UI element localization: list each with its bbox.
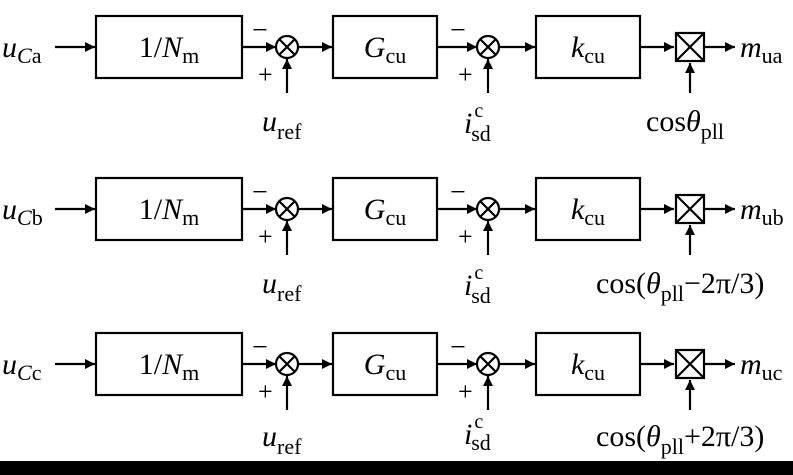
gain-block-label: 1/Nm	[139, 193, 199, 230]
summing-junction-1	[274, 351, 300, 377]
sum1-minus-sign: −	[252, 332, 268, 363]
sum2-minus-sign: −	[450, 332, 466, 363]
multiplier	[674, 348, 706, 380]
output-label: mua	[740, 31, 783, 68]
sum2-plus-sign: +	[458, 60, 473, 89]
input-label: uCc	[2, 348, 42, 385]
sum2-minus-sign: −	[450, 15, 466, 46]
multiplier	[674, 193, 706, 225]
summing-junction-2	[475, 34, 501, 60]
sum1-plus-sign: +	[258, 377, 273, 406]
cos-signal-label: cos(θpll−2π/3)	[596, 267, 764, 306]
gain-kcu-label: kcu	[571, 31, 605, 68]
gain-block-1-over-nm	[94, 331, 244, 397]
gain-kcu-label: kcu	[571, 193, 605, 230]
gain-block-kcu	[534, 176, 642, 242]
sum2-plus-sign: +	[458, 222, 473, 251]
summing-junction-1	[274, 196, 300, 222]
controller-block-label: Gcu	[364, 348, 406, 385]
output-label: mub	[740, 193, 784, 230]
controller-block-gcu	[331, 176, 439, 242]
summing-junction-2	[475, 196, 501, 222]
summing-junction-1	[274, 34, 300, 60]
gain-kcu-label: kcu	[571, 348, 605, 385]
multiplier	[674, 31, 706, 63]
reference-voltage-label: uref	[262, 420, 302, 459]
gain-block-1-over-nm	[94, 176, 244, 242]
gain-block-label: 1/Nm	[139, 31, 199, 68]
sum2-plus-sign: +	[458, 377, 473, 406]
gain-block-label: 1/Nm	[139, 348, 199, 385]
sum1-minus-sign: −	[252, 177, 268, 208]
reference-voltage-label: uref	[262, 267, 302, 306]
summing-junction-2	[475, 351, 501, 377]
cos-signal-label: cosθpll	[646, 105, 724, 144]
cos-signal-label: cos(θpll+2π/3)	[596, 420, 764, 459]
controller-block-label: Gcu	[364, 193, 406, 230]
output-label: muc	[740, 348, 783, 385]
sum1-plus-sign: +	[258, 60, 273, 89]
input-label: uCb	[2, 193, 43, 230]
sum1-plus-sign: +	[258, 222, 273, 251]
input-label: uCa	[2, 31, 42, 68]
controller-block-gcu	[331, 331, 439, 397]
sum1-minus-sign: −	[252, 15, 268, 46]
controller-block-label: Gcu	[364, 31, 406, 68]
reference-voltage-label: uref	[262, 105, 302, 144]
sum2-minus-sign: −	[450, 177, 466, 208]
